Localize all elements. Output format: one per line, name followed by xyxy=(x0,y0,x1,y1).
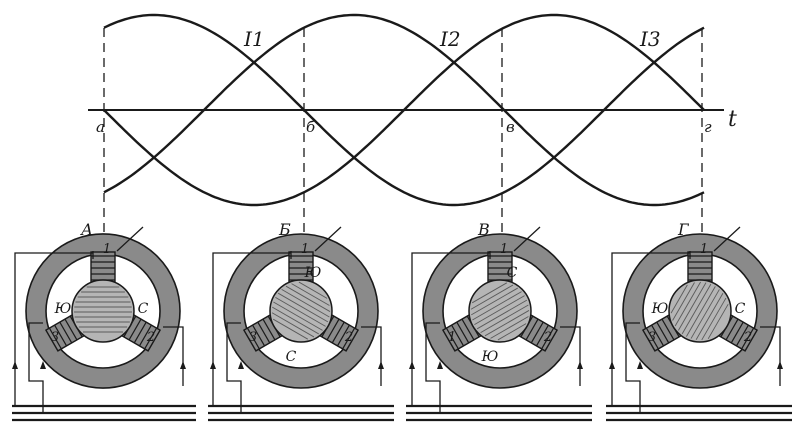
pole-letter: Ю xyxy=(481,349,499,365)
wave-label-i1: I1 xyxy=(243,27,265,51)
pole-letter: С xyxy=(286,349,297,365)
coil-number: 2 xyxy=(344,330,353,345)
lead-wire xyxy=(116,226,144,252)
pole-piece xyxy=(90,251,116,283)
pole-piece xyxy=(687,251,713,283)
wave-label-i3: I3 xyxy=(639,27,661,51)
time-point-b: б xyxy=(306,118,316,136)
coil-number: 2 xyxy=(543,330,552,345)
coil-number: 2 xyxy=(743,330,752,345)
current-arrow xyxy=(409,361,415,369)
supply-bus-lines xyxy=(12,404,792,422)
stator-label: А xyxy=(80,220,93,239)
pole-piece xyxy=(487,251,513,283)
current-arrow xyxy=(40,361,46,369)
coil-number: 1 xyxy=(500,242,508,257)
stator-4: Г1 3 2 Ю С xyxy=(609,220,783,412)
pole-piece xyxy=(288,251,314,283)
lead-wire xyxy=(226,322,242,412)
coil-number: 3 xyxy=(249,330,257,345)
pole-letter: С xyxy=(735,301,746,317)
current-arrow xyxy=(609,361,615,369)
rotor-hatching xyxy=(670,281,729,341)
lead-wire xyxy=(411,251,491,406)
time-axis-label: t xyxy=(728,107,737,132)
current-arrow xyxy=(238,361,244,369)
pole-letter: С xyxy=(138,301,149,317)
time-point-v: в xyxy=(506,118,515,136)
lead-wire xyxy=(212,251,292,406)
coil-number: 1 xyxy=(301,242,309,257)
lead-wire xyxy=(14,251,94,406)
pole-letter: Ю xyxy=(54,301,72,317)
lead-wire xyxy=(625,322,641,412)
coil-number: 3 xyxy=(51,330,59,345)
lead-wire xyxy=(713,226,741,252)
rotor-hatching xyxy=(271,281,331,340)
current-arrow xyxy=(378,361,384,369)
lead-wire xyxy=(513,226,541,252)
current-arrow xyxy=(437,361,443,369)
stator-label: Г xyxy=(677,220,690,239)
current-arrow xyxy=(577,361,583,369)
stator-label: Б xyxy=(278,220,291,239)
time-markers xyxy=(103,28,703,232)
coil-number: 1 xyxy=(700,242,708,257)
pole-letter: С xyxy=(507,265,518,281)
lead-wire xyxy=(28,322,44,412)
lead-wire xyxy=(314,226,342,252)
current-arrow xyxy=(12,361,18,369)
rotor-hatching xyxy=(74,286,132,333)
stator-ring xyxy=(25,233,181,389)
coil-number: 2 xyxy=(146,330,155,345)
stator-label: В xyxy=(477,220,490,239)
lead-wire xyxy=(425,322,441,412)
pole-letter: Ю xyxy=(651,301,669,317)
stator-1: А1 3 2 Ю С xyxy=(12,220,186,412)
stator-2: Б1 3 2 Ю С xyxy=(210,220,384,412)
stator-ring xyxy=(622,233,778,389)
stator-ring xyxy=(223,233,379,389)
coil-number: 1 xyxy=(448,330,456,345)
wave-label-i2: I2 xyxy=(439,27,461,51)
coil-number: 1 xyxy=(103,242,111,257)
current-arrow xyxy=(637,361,643,369)
stator-ring xyxy=(422,233,578,389)
current-arrow xyxy=(210,361,216,369)
current-arrow xyxy=(180,361,186,369)
pole-letter: Ю xyxy=(304,265,322,281)
lead-wire xyxy=(611,251,691,406)
rotor-hatching xyxy=(470,282,530,341)
time-point-g: г xyxy=(704,118,712,136)
coil-number: 3 xyxy=(648,330,656,345)
rotor xyxy=(71,279,135,343)
time-point-a: а xyxy=(96,118,105,136)
current-arrow xyxy=(777,361,783,369)
